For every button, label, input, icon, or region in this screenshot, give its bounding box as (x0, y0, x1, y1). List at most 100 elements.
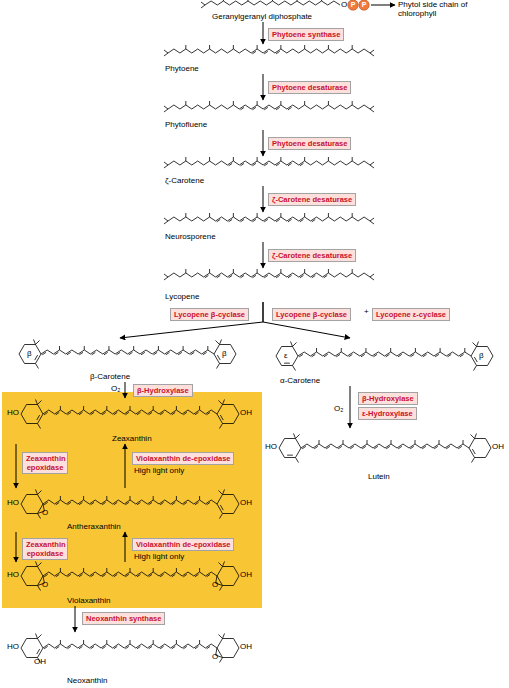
annotation-label: O (42, 508, 48, 517)
double-bond (252, 275, 256, 277)
methyl-line (38, 514, 41, 519)
methyl-line (158, 346, 159, 350)
methyl-line (247, 0, 248, 1)
methyl-line (220, 424, 223, 429)
methyl-line (217, 364, 220, 369)
double-bond (91, 502, 94, 504)
methyl-line (176, 496, 177, 500)
double-bond (149, 412, 152, 414)
methyl-line (280, 101, 281, 105)
ring-outline (217, 567, 239, 586)
methyl-line (352, 269, 353, 273)
double-bond (446, 446, 450, 448)
methyl-line (352, 157, 353, 161)
methyl-line (60, 496, 61, 500)
compound-name: β-Carotene (90, 372, 130, 382)
annotation-label: OH (240, 408, 252, 417)
methyl-line (352, 213, 353, 217)
end-group (164, 165, 168, 168)
reaction-arrow (125, 532, 126, 562)
end-group (201, 5, 205, 8)
methyl-line (199, 406, 200, 410)
methyl-line (223, 633, 225, 638)
enzyme-box: Violaxanthin de-epoxidase (132, 538, 234, 551)
double-bond (55, 352, 59, 354)
annotation-label: OH (34, 657, 46, 666)
ring-outline (21, 567, 43, 586)
enzyme-box: β-Hydroxylase (133, 384, 193, 397)
double-bond (149, 646, 152, 648)
methyl-line (415, 440, 416, 444)
ring-double-bond (37, 649, 40, 654)
carbon-chain (168, 217, 370, 221)
methyl-line (130, 406, 131, 410)
enzyme-name: Zeaxanthin epoxidase (26, 454, 64, 472)
end-group (164, 277, 168, 280)
reaction-arrow (120, 302, 263, 338)
end-group (164, 274, 168, 277)
double-bond (178, 352, 182, 354)
double-bond (302, 446, 306, 448)
double-bond (149, 574, 152, 576)
methyl-line (108, 346, 109, 350)
methyl-line (83, 568, 84, 572)
double-bond (276, 163, 280, 165)
methyl-line (199, 496, 200, 500)
double-bond (300, 163, 304, 165)
methyl-line (257, 213, 258, 217)
double-bond (324, 275, 328, 277)
end-group (164, 106, 168, 109)
double-bond (324, 354, 328, 356)
methyl-line (83, 640, 84, 644)
double-bond (67, 646, 70, 648)
methyl-line (440, 348, 441, 352)
double-bond (91, 412, 94, 414)
double-bond (435, 354, 439, 356)
carbon-chain (301, 444, 469, 448)
carbon-chain (168, 105, 370, 109)
ring-double-bond (284, 363, 290, 364)
end-group (370, 106, 374, 109)
methyl-line (216, 340, 220, 344)
compound-name: ζ-Carotene (165, 176, 204, 186)
methyl-line (321, 0, 322, 1)
double-bond (229, 163, 233, 165)
methyl-line (473, 342, 477, 346)
double-bond (300, 219, 304, 221)
double-bond (102, 502, 105, 504)
double-bond (229, 275, 233, 277)
ring-outline (471, 347, 493, 366)
double-bond (172, 502, 175, 504)
methyl-line (59, 346, 60, 350)
methyl-line (106, 568, 107, 572)
methyl-line (474, 366, 477, 371)
annotation-label: O (341, 0, 347, 9)
carbon-chain (43, 572, 217, 576)
double-bond (207, 412, 210, 414)
double-bond (195, 502, 198, 504)
methyl-line (220, 658, 223, 663)
end-group (370, 277, 374, 280)
ring-outline (217, 639, 239, 658)
double-bond (276, 107, 280, 109)
double-bond (252, 51, 256, 53)
double-bond (326, 446, 330, 448)
methyl-line (209, 157, 210, 161)
ring-outline (279, 439, 301, 458)
double-bond (240, 107, 244, 109)
ring-double-bond (474, 357, 477, 362)
methyl-line (257, 45, 258, 49)
methyl-line (106, 640, 107, 644)
double-bond (410, 354, 414, 356)
methyl-line (38, 562, 42, 566)
compound-name: Neurosporene (165, 232, 216, 242)
methyl-line (60, 406, 61, 410)
annotation-label: O₂ (111, 384, 120, 393)
methyl-line (209, 269, 210, 273)
methyl-line (343, 440, 344, 444)
carbon-chain (43, 500, 217, 504)
compound-node: ζ-Carotene (158, 156, 378, 186)
double-bond (56, 502, 59, 504)
double-bond (207, 502, 210, 504)
double-bond (314, 446, 318, 448)
